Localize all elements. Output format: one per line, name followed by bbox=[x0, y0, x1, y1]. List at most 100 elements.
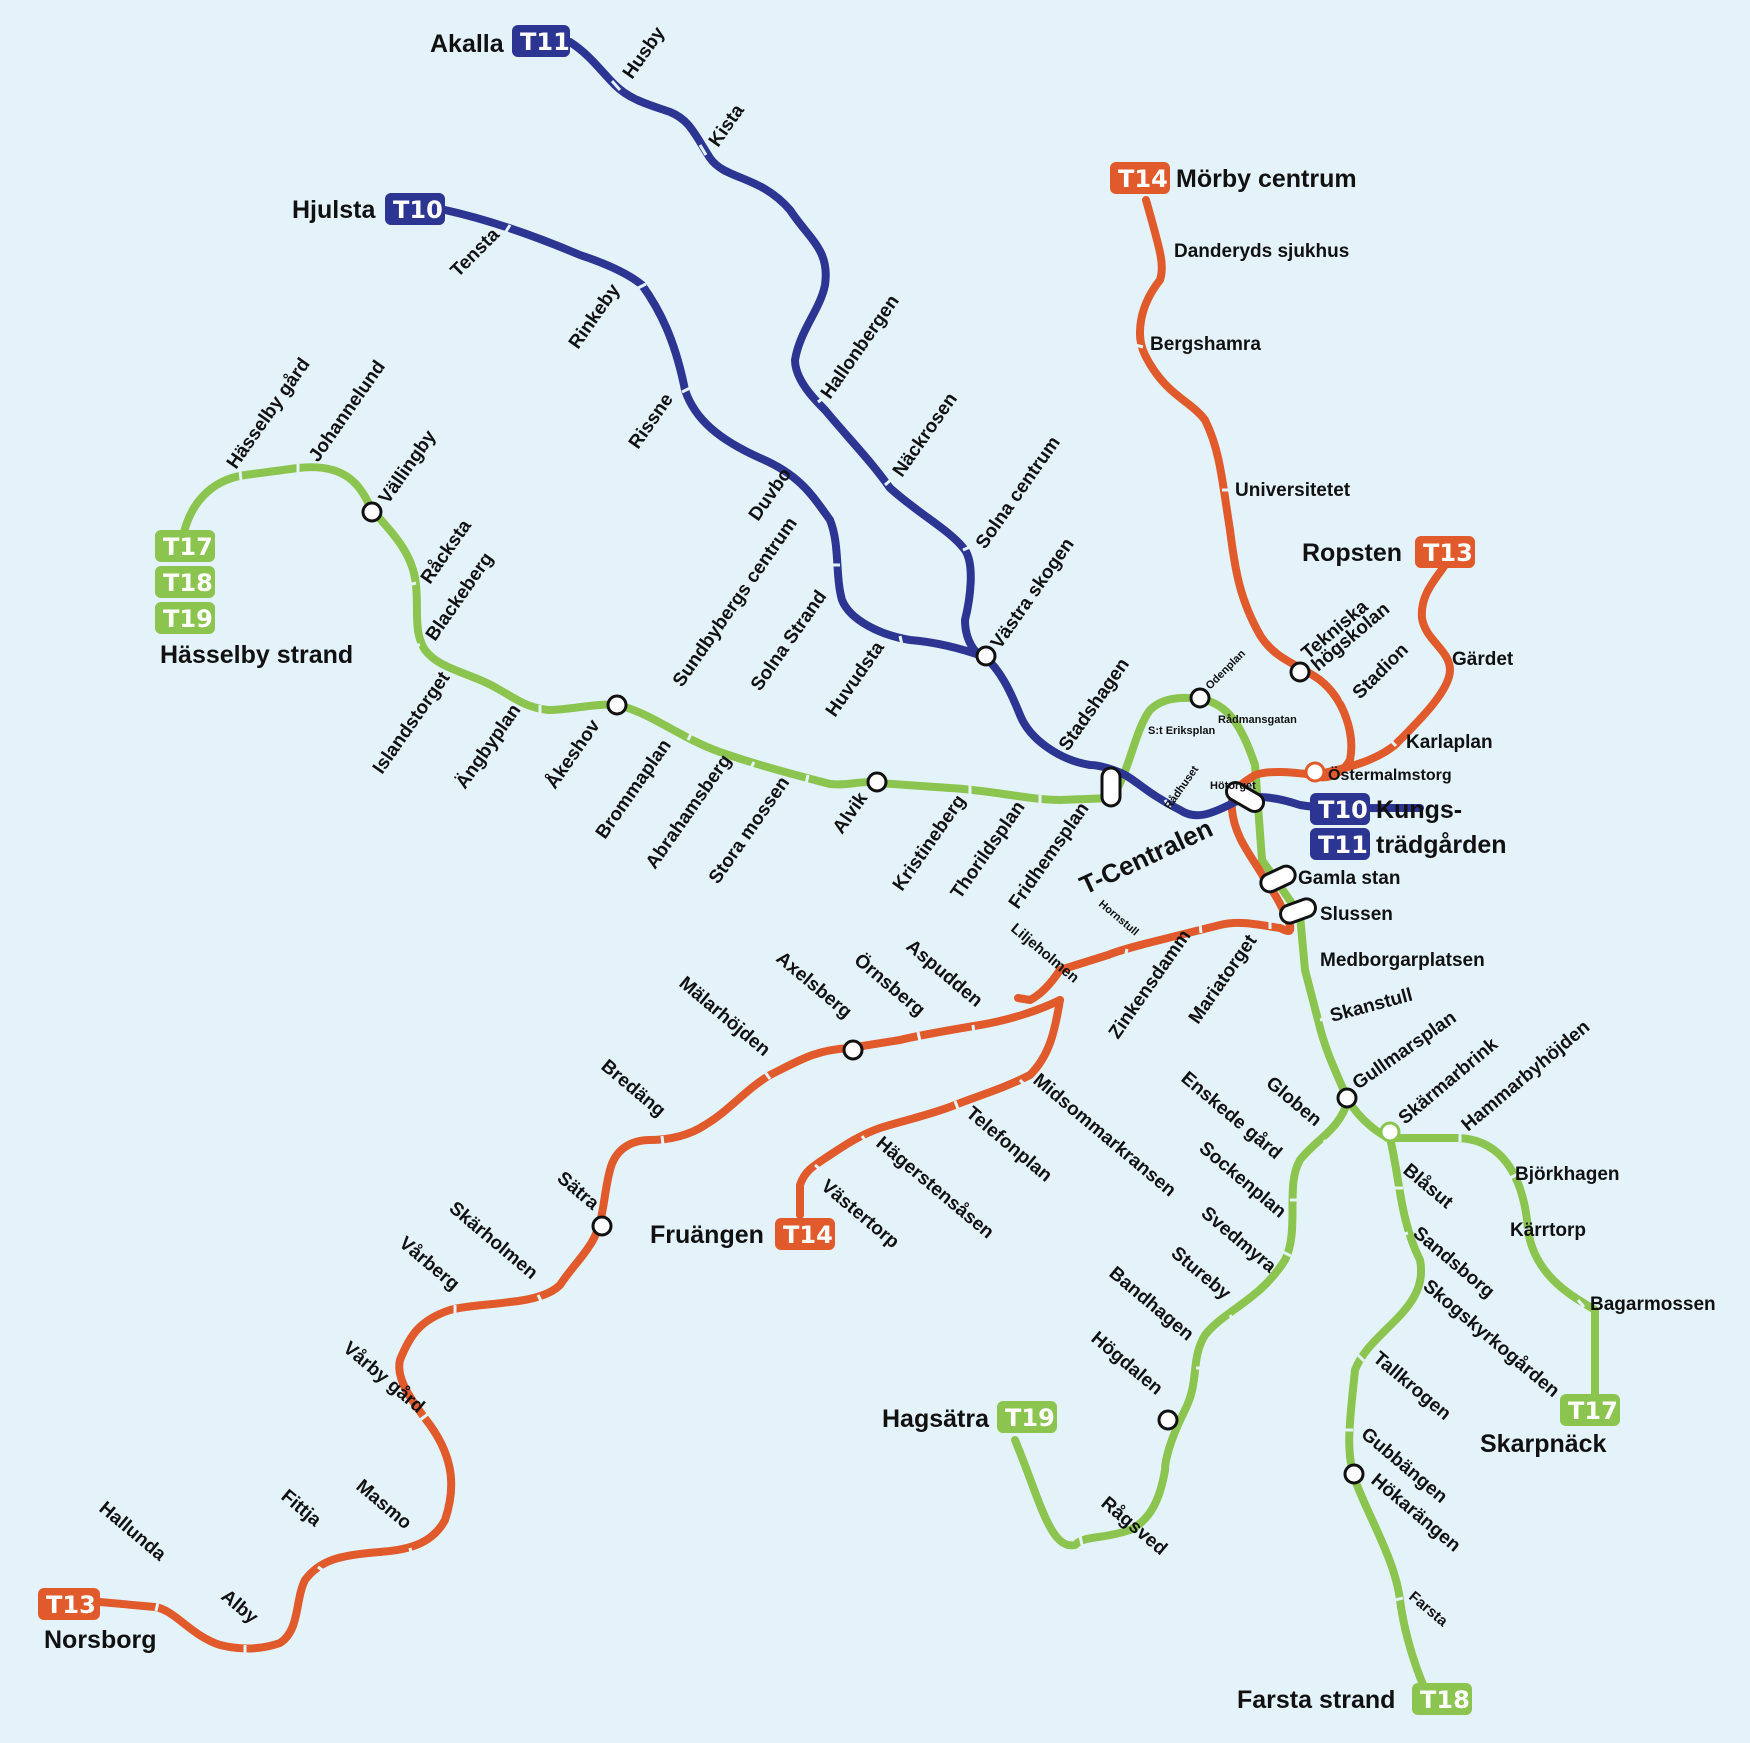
terminal-farsta-strand[interactable]: Farsta strand bbox=[1237, 1686, 1395, 1714]
badge-ropsten bbox=[1415, 536, 1475, 568]
badge-fruangen-label: T14 bbox=[783, 1221, 833, 1249]
station-medborgarplatsen[interactable]: Medborgarplatsen bbox=[1320, 950, 1485, 971]
transfer-gamla-stan[interactable] bbox=[1258, 863, 1298, 895]
badge-akalla bbox=[512, 25, 570, 57]
badge-hasselby-t19 bbox=[155, 602, 215, 634]
tick-hasselby-gard bbox=[238, 470, 243, 481]
station-slussen[interactable]: Slussen bbox=[1320, 904, 1393, 925]
tick-farsta bbox=[1394, 1596, 1404, 1602]
tick-ornsberg bbox=[916, 1031, 922, 1042]
tick-huvudsta bbox=[898, 635, 904, 646]
terminal-norsborg[interactable]: Norsborg bbox=[44, 1626, 157, 1654]
station-gamla-stan[interactable]: Gamla stan bbox=[1298, 868, 1400, 889]
station-st-eriksplan[interactable]: S:t Eriksplan bbox=[1148, 725, 1216, 737]
tick-hallunda bbox=[154, 1601, 160, 1612]
station-radmansgatan[interactable]: Rådmansgatan bbox=[1218, 714, 1297, 726]
tick-nackrosen bbox=[884, 476, 894, 487]
badge-hasselby-t17 bbox=[155, 530, 215, 562]
transfer-ostermalmstorg[interactable] bbox=[1304, 761, 1326, 783]
terminal-badges: Akalla T11 Hjulsta T10 T14 Mörby centrum… bbox=[38, 25, 1620, 1715]
tick-brommaplan bbox=[686, 731, 694, 741]
transfer-satra[interactable] bbox=[591, 1215, 613, 1237]
tick-tallkrogen bbox=[1356, 1353, 1366, 1363]
badge-morby bbox=[1110, 162, 1170, 194]
tick-husby bbox=[610, 80, 622, 91]
station-bergshamra[interactable]: Bergshamra bbox=[1150, 334, 1261, 355]
station-karlaplan[interactable]: Karlaplan bbox=[1406, 732, 1493, 753]
badge-hasselby-t18 bbox=[155, 566, 215, 598]
tick-sandsborg bbox=[1399, 1231, 1409, 1237]
terminal-skarpnack[interactable]: Skarpnäck bbox=[1480, 1430, 1607, 1458]
tick-karlaplan bbox=[1388, 738, 1398, 748]
station-gardet[interactable]: Gärdet bbox=[1452, 649, 1514, 670]
transfer-axelsberg[interactable] bbox=[842, 1039, 864, 1061]
terminal-hagsatra[interactable]: Hagsätra bbox=[882, 1405, 990, 1433]
terminal-kungs-line2[interactable]: trädgården bbox=[1376, 831, 1507, 859]
terminal-hasselby-strand[interactable]: Hässelby strand bbox=[160, 641, 353, 669]
tick-stora-mossen bbox=[804, 774, 810, 785]
tick-ragsved bbox=[1078, 1535, 1084, 1546]
tick-midsommarkransen bbox=[1018, 1078, 1028, 1088]
badge-norsborg bbox=[38, 1588, 100, 1620]
transfer-stations bbox=[361, 501, 1401, 1485]
tick-skarholmen bbox=[536, 1294, 544, 1304]
transfer-alvik[interactable] bbox=[866, 771, 888, 793]
blue-line-central bbox=[981, 653, 1424, 820]
badge-kungs-t10-label: T10 bbox=[1318, 796, 1368, 824]
station-ostermalmstorg[interactable]: Östermalmstorg bbox=[1328, 765, 1452, 784]
transfer-fridhemsplan[interactable] bbox=[1100, 766, 1122, 808]
transfer-hogdalen[interactable] bbox=[1157, 1409, 1179, 1431]
badge-hasselby-t17-label: T17 bbox=[163, 533, 213, 561]
terminal-akalla[interactable]: Akalla bbox=[430, 30, 505, 58]
badge-skarpnack-label: T17 bbox=[1568, 1397, 1618, 1425]
tick-gardet bbox=[1415, 656, 1425, 664]
badge-kungs-t11 bbox=[1310, 828, 1370, 860]
blue-line-hjulsta-branch bbox=[441, 206, 989, 661]
station-hotorget[interactable]: Hötorget bbox=[1210, 780, 1256, 792]
badge-hagsatra-label: T19 bbox=[1005, 1404, 1055, 1432]
terminal-kungs-line1[interactable]: Kungs- bbox=[1376, 796, 1462, 824]
transfer-skarmarbrink[interactable] bbox=[1379, 1121, 1401, 1143]
transfer-t-centralen[interactable] bbox=[1223, 779, 1267, 815]
station-universitetet[interactable]: Universitetet bbox=[1235, 480, 1351, 501]
tick-sockenplan bbox=[1282, 1250, 1292, 1258]
badge-hagsatra bbox=[997, 1401, 1057, 1433]
green-line-central bbox=[1108, 693, 1352, 1104]
red-line-fruangen-branch bbox=[796, 996, 1064, 1219]
terminal-morby[interactable]: Mörby centrum bbox=[1176, 165, 1357, 193]
transfer-hokarangen[interactable] bbox=[1343, 1463, 1365, 1485]
green-line bbox=[178, 463, 1599, 1704]
tick-hagerstensasen bbox=[860, 1135, 869, 1144]
tick-stureby bbox=[1228, 1314, 1236, 1323]
transfer-odenplan[interactable] bbox=[1189, 687, 1211, 709]
tick-masmo bbox=[408, 1547, 414, 1558]
transfer-akeshov[interactable] bbox=[606, 694, 628, 716]
badge-kungs-t10 bbox=[1310, 793, 1370, 825]
badge-morby-label: T14 bbox=[1118, 165, 1168, 193]
transfer-vallingby[interactable] bbox=[361, 501, 383, 523]
badge-hjulsta bbox=[385, 193, 445, 225]
station-danderyds-sjukhus[interactable]: Danderyds sjukhus bbox=[1174, 241, 1349, 262]
terminal-fruangen[interactable]: Fruängen bbox=[650, 1221, 764, 1249]
transfer-tekniska-hogskolan[interactable] bbox=[1289, 661, 1311, 683]
station-karrtorp[interactable]: Kärrtorp bbox=[1510, 1220, 1586, 1241]
badge-akalla-label: T11 bbox=[520, 28, 570, 56]
station-ticks bbox=[154, 80, 1586, 1654]
green-line-hasselby-branch bbox=[178, 463, 1116, 804]
green-line-hagsatra-branch bbox=[1011, 1096, 1352, 1550]
tick-skanstull bbox=[1319, 1016, 1329, 1022]
tick-stadshagen bbox=[1043, 726, 1053, 735]
transfer-gullmarsplan[interactable] bbox=[1336, 1087, 1358, 1109]
transfer-slussen[interactable] bbox=[1278, 896, 1318, 925]
tick-danderyd bbox=[1143, 254, 1153, 260]
transfer-vastra-skogen[interactable] bbox=[975, 645, 997, 667]
tick-skogskyrkogarden bbox=[1404, 1283, 1414, 1289]
station-bagarmossen[interactable]: Bagarmossen bbox=[1590, 1294, 1716, 1315]
tick-stadion bbox=[1341, 693, 1351, 702]
badge-hasselby-t19-label: T19 bbox=[163, 605, 213, 633]
terminal-hjulsta[interactable]: Hjulsta bbox=[292, 196, 376, 224]
terminal-ropsten[interactable]: Ropsten bbox=[1302, 539, 1402, 567]
station-bjorkhagen[interactable]: Björkhagen bbox=[1515, 1164, 1620, 1185]
red-line bbox=[96, 196, 1454, 1653]
